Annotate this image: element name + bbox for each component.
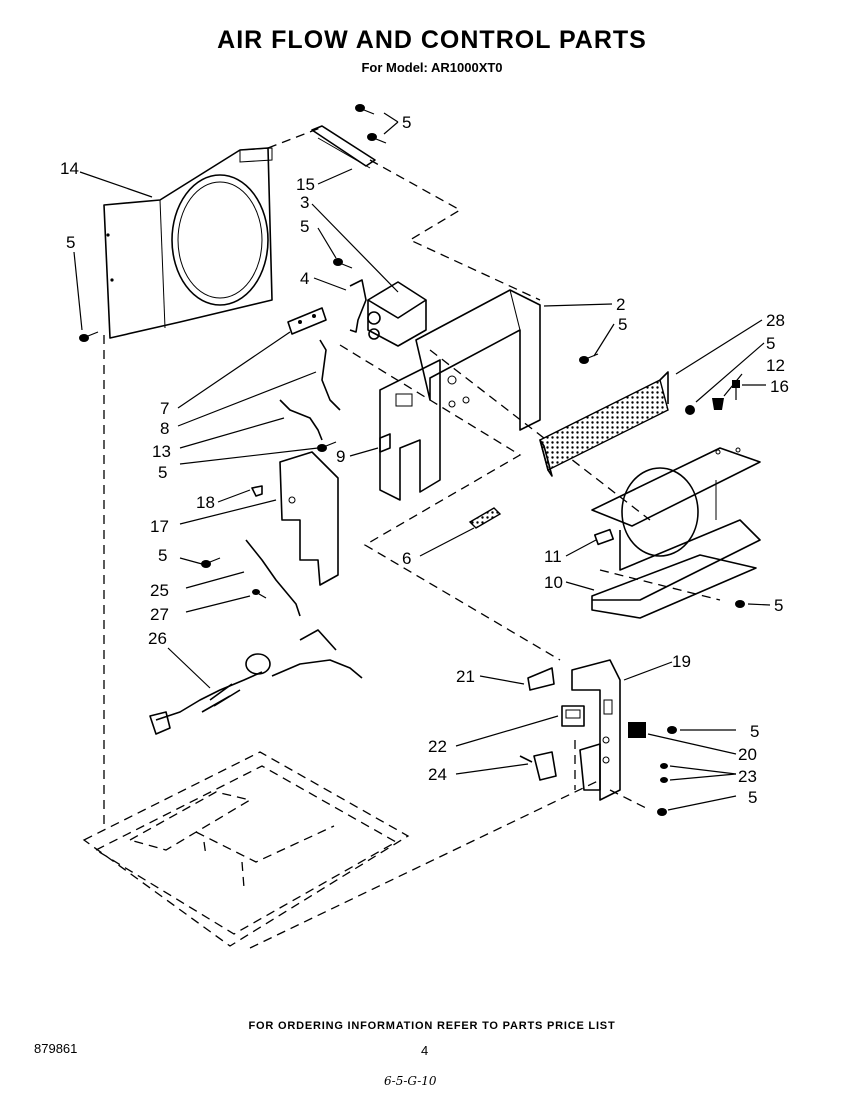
ordering-footer-note: FOR ORDERING INFORMATION REFER TO PARTS …	[248, 1020, 616, 1032]
label-5: 5	[748, 788, 757, 807]
label-17: 17	[150, 517, 169, 536]
label-18: 18	[196, 493, 215, 512]
label-5: 5	[750, 722, 759, 741]
label-27: 27	[150, 605, 169, 624]
clip-part-11	[593, 528, 615, 546]
filter-part-6	[468, 507, 502, 529]
clip-part-18	[251, 485, 263, 497]
label-13: 13	[152, 442, 171, 461]
label-25: 25	[150, 581, 169, 600]
front-panel-part-14	[103, 147, 273, 339]
label-5: 5	[158, 546, 167, 565]
label-5: 5	[766, 334, 775, 353]
terminal-part-24	[519, 751, 557, 781]
label-6: 6	[402, 549, 411, 568]
bolt-part-16	[732, 380, 740, 400]
capacitor-strap-part-4	[349, 279, 367, 333]
label-5: 5	[66, 233, 75, 252]
power-cord-part-26	[149, 629, 363, 735]
label-10: 10	[544, 573, 563, 592]
capacitor-part-3	[367, 281, 427, 347]
label-15: 15	[296, 175, 315, 194]
grommet-part-12	[712, 398, 724, 410]
handwritten-note: 6-5-G-10	[384, 1074, 437, 1088]
label-16: 16	[770, 377, 789, 396]
label-3: 3	[300, 193, 309, 212]
page-title: AIR FLOW AND CONTROL PARTS	[217, 26, 647, 54]
label-14: 14	[60, 159, 79, 178]
label-20: 20	[738, 745, 757, 764]
page-number: 4	[421, 1043, 429, 1058]
label-9: 9	[336, 447, 345, 466]
label-5: 5	[402, 113, 411, 132]
grille-part-28	[539, 371, 669, 477]
screws	[79, 104, 745, 816]
fan-shroud-part-10	[591, 447, 761, 619]
label-19: 19	[672, 652, 691, 671]
connector-part-20	[628, 722, 646, 738]
control-panel-part-19	[571, 659, 621, 801]
label-24: 24	[428, 765, 447, 784]
thermostat-wire-part-25	[245, 539, 301, 617]
label-22: 22	[428, 737, 447, 756]
document-number: 879861	[34, 1041, 78, 1056]
label-5: 5	[158, 463, 167, 482]
label-23: 23	[738, 767, 757, 786]
label-5: 5	[300, 217, 309, 236]
label-12: 12	[766, 356, 785, 375]
label-8: 8	[160, 419, 169, 438]
control-bracket-part-2	[379, 289, 541, 501]
label-28: 28	[766, 311, 785, 330]
label-7: 7	[160, 399, 169, 418]
label-5: 5	[618, 315, 627, 334]
top-bracket-part-15	[311, 125, 376, 169]
switch-part-9	[379, 433, 391, 453]
wire-part-13	[279, 399, 323, 441]
model-subtitle: For Model: AR1000XT0	[361, 60, 503, 75]
label-5: 5	[774, 596, 783, 615]
part-labels: 5 14 15 3 5 5 4 2 5 28 5 12 16 7 8 13 9 …	[60, 113, 789, 807]
label-21: 21	[456, 667, 475, 686]
label-26: 26	[148, 629, 167, 648]
relay-part-21	[527, 667, 555, 691]
assembly-guide-lines	[103, 127, 721, 949]
switch-part-22	[561, 705, 585, 727]
bracket-part-7	[287, 307, 327, 335]
label-4: 4	[300, 269, 309, 288]
label-2: 2	[616, 295, 625, 314]
base-pan	[82, 751, 410, 947]
leader-lines	[73, 112, 771, 811]
wire-part-8	[319, 339, 341, 411]
label-11: 11	[544, 547, 562, 566]
thermostat-bracket-part-17	[279, 451, 339, 586]
